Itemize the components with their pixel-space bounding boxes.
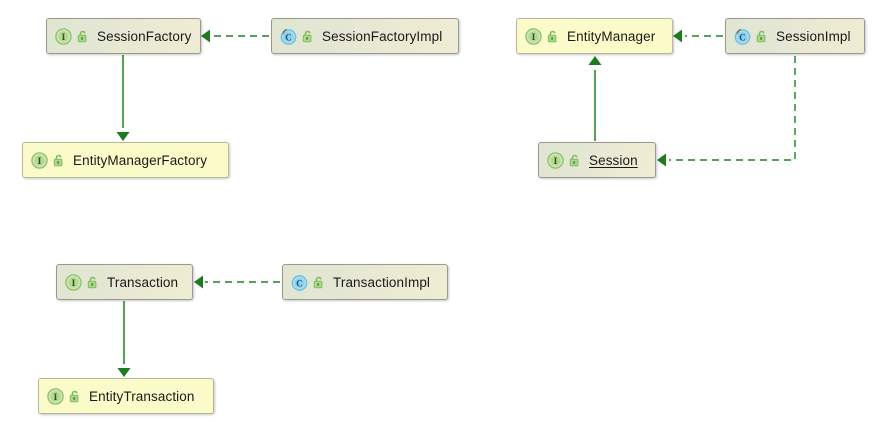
node-transaction[interactable]: I Transaction xyxy=(56,264,193,300)
interface-icon: I xyxy=(31,151,48,169)
unlocked-padlock-icon xyxy=(569,154,581,167)
edge-generalization xyxy=(588,56,602,141)
node-entity-manager-factory[interactable]: I EntityManagerFactory xyxy=(22,142,229,178)
node-label: TransactionImpl xyxy=(333,274,431,290)
svg-text:I: I xyxy=(72,279,76,289)
interface-icon: I xyxy=(525,27,542,45)
svg-text:C: C xyxy=(285,32,292,42)
node-label: SessionFactoryImpl xyxy=(322,28,443,44)
class-icon: C xyxy=(280,28,297,45)
node-label: SessionFactory xyxy=(97,28,192,44)
class-icon: C xyxy=(291,274,308,291)
unlocked-padlock-icon xyxy=(302,30,314,43)
svg-text:C: C xyxy=(739,32,746,42)
class-icon: C xyxy=(734,28,751,45)
unlocked-padlock-icon xyxy=(69,390,81,403)
svg-text:I: I xyxy=(38,157,42,167)
svg-text:I: I xyxy=(62,33,66,43)
interface-icon: I xyxy=(47,387,64,405)
unlocked-padlock-icon xyxy=(53,154,65,167)
node-label: EntityManagerFactory xyxy=(73,152,208,168)
unlocked-padlock-icon xyxy=(756,30,768,43)
edge-realization xyxy=(673,29,723,43)
node-session[interactable]: I Session xyxy=(538,142,656,178)
interface-icon: I xyxy=(547,151,564,169)
edge-generalization xyxy=(116,55,130,141)
svg-text:I: I xyxy=(554,157,558,167)
node-transaction-impl[interactable]: C TransactionImpl xyxy=(282,264,448,300)
edge-realization xyxy=(657,56,796,167)
svg-text:I: I xyxy=(532,33,536,43)
unlocked-padlock-icon xyxy=(313,276,325,289)
edge-realization xyxy=(194,275,280,289)
unlocked-padlock-icon xyxy=(547,30,559,43)
svg-text:I: I xyxy=(54,393,58,403)
node-entity-manager[interactable]: I EntityManager xyxy=(516,18,673,54)
interface-icon: I xyxy=(55,27,72,45)
unlocked-padlock-icon xyxy=(87,276,99,289)
node-session-impl[interactable]: C SessionImpl xyxy=(725,18,865,54)
node-label: Transaction xyxy=(107,274,179,290)
node-label: EntityManager xyxy=(567,28,656,44)
edge-realization xyxy=(201,29,269,43)
svg-text:C: C xyxy=(296,278,303,288)
edge-generalization xyxy=(117,301,131,377)
node-session-factory[interactable]: I SessionFactory xyxy=(46,18,201,54)
unlocked-padlock-icon xyxy=(77,30,89,43)
node-session-factory-impl[interactable]: C SessionFactoryImpl xyxy=(271,18,459,54)
node-label: EntityTransaction xyxy=(89,388,195,404)
node-label: Session xyxy=(589,152,638,168)
interface-icon: I xyxy=(65,273,82,291)
node-label: SessionImpl xyxy=(776,28,851,44)
node-entity-transaction[interactable]: I EntityTransaction xyxy=(38,378,214,414)
